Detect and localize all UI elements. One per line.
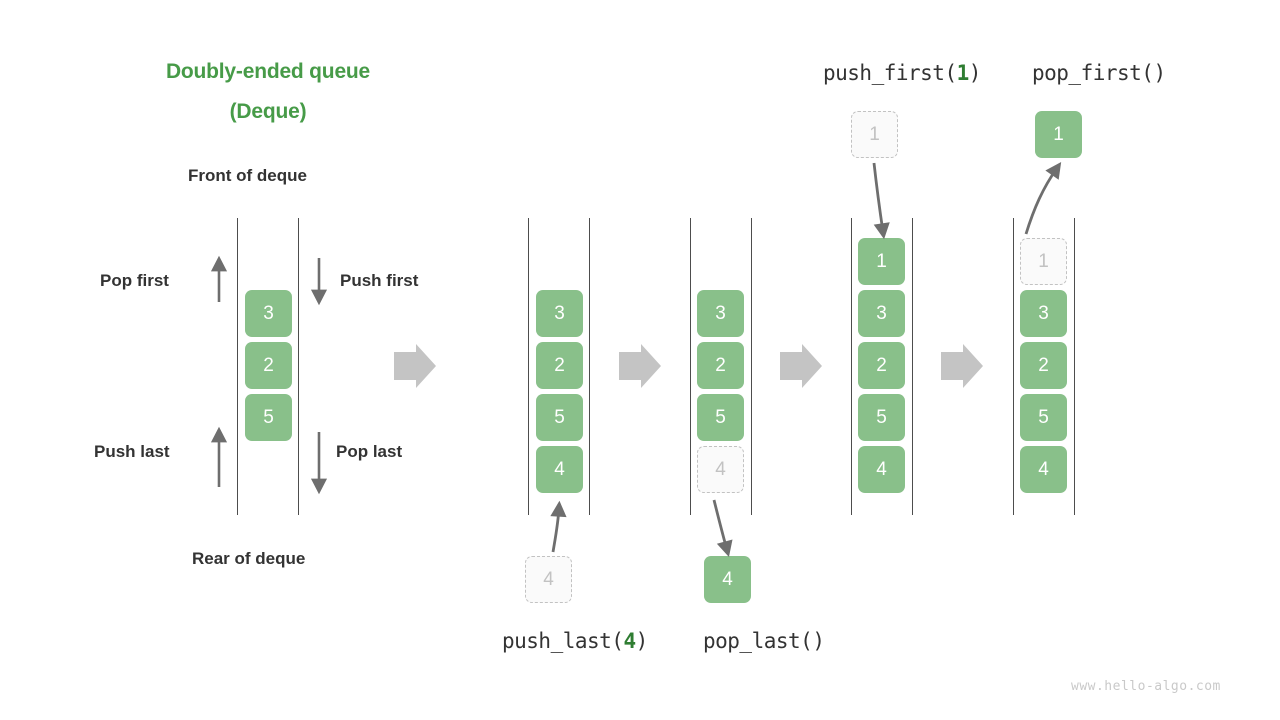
rail-right-stack-3: [912, 218, 913, 515]
arrow-push-first-flow-icon: [872, 162, 890, 240]
op-push-last-close: ): [635, 629, 649, 653]
pop-last-result-box: 4: [704, 556, 751, 603]
op-pop-last-close: ): [812, 629, 825, 653]
deque-cell: 5: [245, 394, 292, 441]
deque-cell: 2: [697, 342, 744, 389]
deque-cell: 3: [536, 290, 583, 337]
label-push-first: Push first: [340, 271, 419, 290]
push-first-source-box: 1: [851, 111, 898, 158]
rail-left-stack-2: [690, 218, 691, 515]
block-arrow-right-icon: [394, 344, 436, 388]
deque-cell: 1: [858, 238, 905, 285]
op-push-first-open: (: [944, 61, 957, 85]
deque-cell: 5: [536, 394, 583, 441]
op-pop-last-name: pop_last: [703, 629, 801, 653]
deque-cell: 4: [858, 446, 905, 493]
deque-cell: 5: [858, 394, 905, 441]
rail-right-stack-4: [1074, 218, 1075, 515]
deque-cell: 3: [1020, 290, 1067, 337]
deque-cell-ghost: 1: [1020, 238, 1067, 285]
label-rear-of-deque: Rear of deque: [192, 549, 306, 568]
label-front-of-deque: Front of deque: [188, 166, 307, 185]
rail-left-stack-4: [1013, 218, 1014, 515]
op-pop-first-name: pop_first: [1032, 61, 1142, 85]
deque-cell: 5: [697, 394, 744, 441]
deque-cell: 3: [245, 290, 292, 337]
deque-cell-ghost: 4: [697, 446, 744, 493]
block-arrow-right-icon: [780, 344, 822, 388]
arrow-pop-last-flow-icon: [712, 499, 733, 558]
page-title-line2: (Deque): [229, 100, 307, 123]
op-push-last-arg: 4: [623, 629, 636, 653]
rail-left-legend: [237, 218, 238, 515]
op-label-pop-last: pop_last(): [703, 629, 825, 653]
rail-right-legend: [298, 218, 299, 515]
op-pop-last-open: (: [800, 629, 813, 653]
deque-cell: 4: [536, 446, 583, 493]
op-label-pop-first: pop_first(): [1032, 61, 1166, 85]
rail-left-stack-1: [528, 218, 529, 515]
deque-cell: 5: [1020, 394, 1067, 441]
deque-cell: 4: [1020, 446, 1067, 493]
label-pop-last: Pop last: [336, 442, 403, 461]
label-push-last: Push last: [94, 442, 170, 461]
op-push-last-name: push_last: [502, 629, 612, 653]
pop-first-result-box: 1: [1035, 111, 1082, 158]
push-last-source-box: 4: [525, 556, 572, 603]
arrow-pop-first-flow-icon: [1024, 162, 1062, 235]
watermark: www.hello-algo.com: [1071, 679, 1221, 694]
deque-cell: 2: [245, 342, 292, 389]
deque-cell: 2: [858, 342, 905, 389]
rail-left-stack-3: [851, 218, 852, 515]
op-label-push-first: push_first(1): [823, 61, 981, 85]
op-pop-first-open: (: [1141, 61, 1154, 85]
op-push-first-arg: 1: [956, 61, 970, 85]
rail-right-stack-2: [751, 218, 752, 515]
op-push-last-open: (: [611, 629, 624, 653]
block-arrow-right-icon: [941, 344, 983, 388]
op-pop-first-close: ): [1153, 61, 1166, 85]
deque-cell: 3: [858, 290, 905, 337]
page-title-line1: Doubly-ended queue: [165, 60, 371, 83]
label-pop-first: Pop first: [100, 271, 169, 290]
deque-cell: 2: [1020, 342, 1067, 389]
block-arrow-right-icon: [619, 344, 661, 388]
op-label-push-last: push_last(4): [502, 629, 648, 653]
op-push-first-close: ): [968, 61, 982, 85]
deque-cell: 2: [536, 342, 583, 389]
deque-cell: 3: [697, 290, 744, 337]
arrow-push-last-flow-icon: [550, 500, 567, 553]
op-push-first-name: push_first: [823, 61, 945, 85]
rail-right-stack-1: [589, 218, 590, 515]
